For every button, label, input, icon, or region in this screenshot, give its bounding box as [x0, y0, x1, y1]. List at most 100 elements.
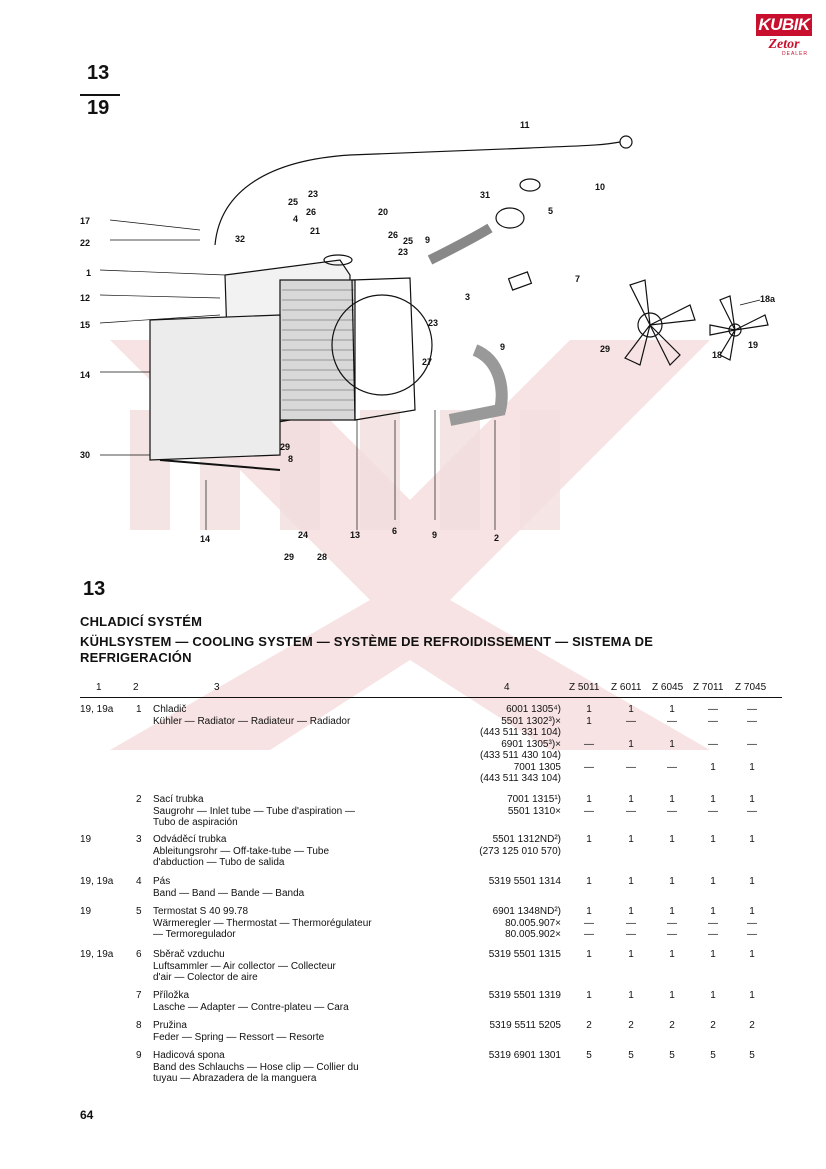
quantity-cell: 2: [628, 1020, 634, 1031]
part-number: 5319 5501 1315: [488, 949, 561, 960]
quantity-cell: 5: [669, 1050, 675, 1061]
quantity-cell: 1: [710, 761, 716, 773]
quantity-cell: —: [584, 929, 594, 940]
section-title-cz: CHLADICÍ SYSTÉM: [80, 614, 203, 629]
col-header-4: 4: [504, 682, 510, 693]
quantity-cell: 1: [749, 906, 755, 917]
item-description: — Termoregulador: [153, 929, 236, 940]
part-number: 80.005.902×: [505, 929, 561, 940]
part-number: 5319 5501 1319: [488, 990, 561, 1001]
callout-25: 25: [288, 197, 298, 207]
callout-31: 31: [480, 190, 490, 200]
part-number: (273 125 010 570): [479, 845, 561, 857]
col-header-z7045: Z 7045: [735, 682, 767, 693]
col-header-z7011: Z 7011: [693, 682, 724, 693]
item-description: Band des Schlauchs — Hose clip — Collier…: [153, 1061, 359, 1073]
item-description: Chladič: [153, 704, 187, 715]
ref-figure: 19, 19a: [80, 876, 114, 887]
quantity-cell: 1: [669, 834, 675, 845]
quantity-cell: —: [667, 761, 677, 773]
quantity-cell: 2: [669, 1020, 675, 1031]
quantity-cell: —: [626, 929, 636, 940]
ref-figure: 19: [80, 906, 92, 917]
quantity-cell: —: [667, 929, 677, 940]
callout-21: 21: [310, 226, 320, 236]
quantity-cell: 2: [749, 1020, 755, 1031]
quantity-cell: —: [747, 929, 757, 940]
item-number: 8: [136, 1020, 142, 1031]
quantity-cell: 1: [710, 906, 716, 917]
item-description: Hadicová spona: [153, 1050, 225, 1061]
quantity-cell: 1: [586, 876, 592, 887]
item-number: 7: [136, 990, 142, 1001]
quantity-cell: —: [626, 761, 636, 773]
item-description: Kühler — Radiator — Radiateur — Radiador: [153, 715, 351, 727]
quantity-cell: —: [708, 715, 718, 727]
item-description: Saugrohr — Inlet tube — Tube d'aspiratio…: [153, 805, 356, 817]
quantity-cell: 1: [669, 704, 675, 715]
callout-8: 8: [288, 454, 293, 464]
quantity-cell: 1: [628, 990, 634, 1001]
kubik-zetor-logo: KUBIK Zetor DEALER: [756, 14, 812, 62]
callout-18: 18: [712, 350, 722, 360]
part-number: 7001 1315¹): [507, 794, 561, 805]
part-number: (433 511 430 104): [480, 750, 561, 761]
callout-11: 11: [520, 120, 530, 130]
col-header-z5011: Z 5011: [569, 682, 600, 693]
callout-18a: 18a: [760, 294, 776, 304]
quantity-cell: —: [747, 704, 757, 715]
callout-27: 27: [422, 357, 432, 367]
quantity-cell: 1: [586, 794, 592, 805]
part-number: 7001 1305: [513, 761, 561, 773]
quantity-cell: —: [708, 805, 718, 817]
quantity-cell: —: [584, 738, 594, 750]
item-number: 6: [136, 949, 142, 960]
quantity-cell: 1: [586, 906, 592, 917]
section-title-multilang: KÜHLSYSTEM — COOLING SYSTEM — SYSTÈME DE…: [80, 634, 654, 649]
quantity-cell: 1: [628, 876, 634, 887]
col-header-2: 2: [133, 682, 139, 693]
cooling-system-diagram: 11 10 31 5 23 25 26 20 4 17 22 32 21 26 …: [80, 120, 776, 562]
callout-14b: 14: [200, 534, 210, 544]
item-description: Wärmeregler — Thermostat — Thermorégulat…: [153, 917, 372, 929]
quantity-cell: —: [667, 715, 677, 727]
part-number: 80.005.907×: [505, 917, 561, 929]
callout-9b: 9: [500, 342, 505, 352]
callout-29: 29: [600, 344, 610, 354]
quantity-cell: —: [626, 715, 636, 727]
item-description: Tubo de aspiración: [153, 817, 238, 828]
quantity-cell: —: [747, 805, 757, 817]
quantity-cell: 1: [749, 990, 755, 1001]
quantity-cell: 1: [749, 834, 755, 845]
logo-zetor: Zetor: [768, 37, 800, 52]
part-number: (443 511 343 104): [480, 773, 561, 784]
quantity-cell: 1: [586, 834, 592, 845]
section-number-bottom: 19: [87, 97, 110, 119]
quantity-cell: 1: [669, 738, 675, 750]
item-description: Lasche — Adapter — Contre-plateu — Cara: [153, 1001, 349, 1013]
callout-30: 30: [80, 450, 90, 460]
callout-17: 17: [80, 216, 90, 226]
col-header-1: 1: [96, 682, 102, 693]
item-number: 4: [136, 876, 142, 887]
callout-19: 19: [748, 340, 758, 350]
callout-29c: 29: [284, 552, 294, 562]
quantity-cell: —: [708, 917, 718, 929]
quantity-cell: 1: [628, 794, 634, 805]
item-description: Sací trubka: [153, 794, 204, 805]
item-description: Pružina: [153, 1020, 187, 1031]
item-description: Band — Band — Bande — Banda: [153, 887, 305, 899]
quantity-cell: 1: [628, 738, 634, 750]
quantity-cell: 1: [586, 949, 592, 960]
quantity-cell: —: [708, 929, 718, 940]
item-description: Příložka: [153, 990, 190, 1001]
quantity-cell: 1: [628, 906, 634, 917]
callout-23: 23: [308, 189, 318, 199]
item-description: Feder — Spring — Ressort — Resorte: [153, 1031, 325, 1043]
quantity-cell: —: [708, 704, 718, 715]
ref-figure: 19: [80, 834, 92, 845]
quantity-cell: 1: [586, 704, 592, 715]
item-description: tuyau — Abrazadera de la manguera: [153, 1073, 317, 1084]
part-number: 5501 1312ND²): [492, 834, 561, 845]
part-number: 6901 1305³)×: [501, 738, 561, 750]
